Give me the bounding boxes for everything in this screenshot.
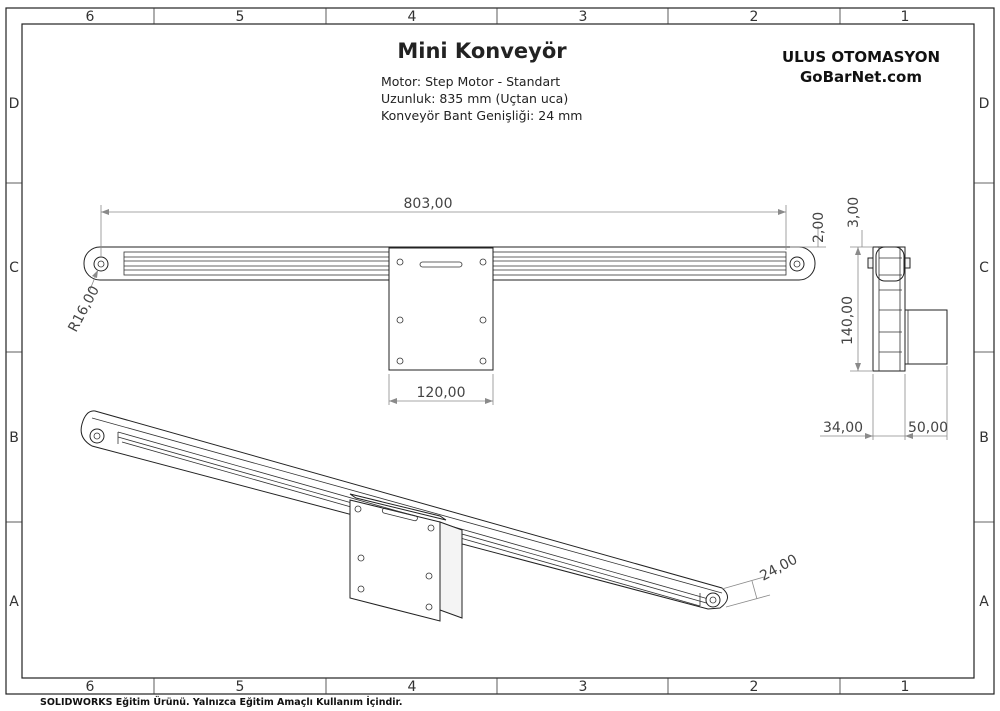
zone-row-a: A: [9, 594, 19, 610]
side-bolt: [867, 257, 874, 269]
motor-plate: [388, 247, 494, 371]
dim-end-radius: R16,00: [65, 283, 103, 334]
drawing-title: Mini Konveyör: [397, 39, 567, 63]
zone-row-a-right: A: [979, 594, 989, 610]
zone-col-5: 5: [236, 9, 245, 25]
zone-col-6: 6: [86, 9, 95, 25]
dim-top-gap: 2,00: [811, 212, 827, 243]
front-view: [83, 246, 816, 371]
company-website: GoBarNet.com: [800, 68, 922, 86]
dim-overall-length: 803,00: [404, 196, 453, 212]
zone-col-3-bottom: 3: [579, 679, 588, 695]
dim-belt-width: 24,00: [757, 552, 800, 585]
zone-col-3: 3: [579, 9, 588, 25]
stepper-motor: [904, 309, 948, 365]
zone-row-d: D: [9, 96, 20, 112]
iso-left-pulley: [89, 428, 105, 444]
side-view-dimensions: 140,00 3,00 34,00 50,00: [820, 197, 948, 440]
dim-side-width: 34,00: [823, 420, 863, 436]
right-pulley: [789, 256, 805, 272]
zone-labels-right: D C B A: [979, 96, 990, 610]
zone-row-c-right: C: [979, 260, 989, 276]
zone-col-4-bottom: 4: [408, 679, 417, 695]
company-name: ULUS OTOMASYON: [782, 48, 940, 66]
inner-border: [21, 23, 975, 679]
zone-col-1-bottom: 1: [901, 679, 910, 695]
left-pulley: [93, 256, 109, 272]
side-view: [867, 246, 948, 372]
dim-side-height: 140,00: [840, 296, 856, 345]
outer-border: [5, 7, 995, 695]
zone-ticks: [6, 8, 994, 694]
dim-side-top: 3,00: [846, 197, 862, 228]
zone-labels-bottom: 6 5 4 3 2 1: [86, 679, 910, 695]
zone-row-c: C: [9, 260, 19, 276]
dim-motor-depth: 50,00: [908, 420, 948, 436]
iso-motor-body: [439, 521, 463, 619]
zone-row-b-right: B: [979, 430, 989, 446]
zone-labels-top: 6 5 4 3 2 1: [86, 9, 910, 25]
zone-col-2: 2: [750, 9, 759, 25]
spec-belt-width: Konveyör Bant Genişliği: 24 mm: [381, 108, 582, 123]
footer-note: SOLIDWORKS Eğitim Ürünü. Yalnızca Eğitim…: [40, 697, 402, 708]
zone-row-d-right: D: [979, 96, 990, 112]
isometric-view: [80, 410, 728, 622]
zone-row-b: B: [9, 430, 19, 446]
zone-col-1: 1: [901, 9, 910, 25]
spec-length: Uzunluk: 835 mm (Uçtan uca): [381, 91, 568, 106]
spec-motor: Motor: Step Motor - Standart: [381, 74, 560, 89]
side-head: [875, 246, 905, 282]
zone-labels-left: D C B A: [9, 96, 20, 610]
iso-right-pulley: [705, 592, 721, 608]
zone-col-5-bottom: 5: [236, 679, 245, 695]
zone-col-2-bottom: 2: [750, 679, 759, 695]
plate-slot: [419, 261, 463, 268]
iso-dimensions: 24,00: [721, 552, 800, 608]
iso-plate-slot: [381, 507, 418, 522]
plate-hole: [396, 258, 404, 266]
zone-col-6-bottom: 6: [86, 679, 95, 695]
dim-plate-width: 120,00: [417, 385, 466, 401]
zone-col-4: 4: [408, 9, 417, 25]
